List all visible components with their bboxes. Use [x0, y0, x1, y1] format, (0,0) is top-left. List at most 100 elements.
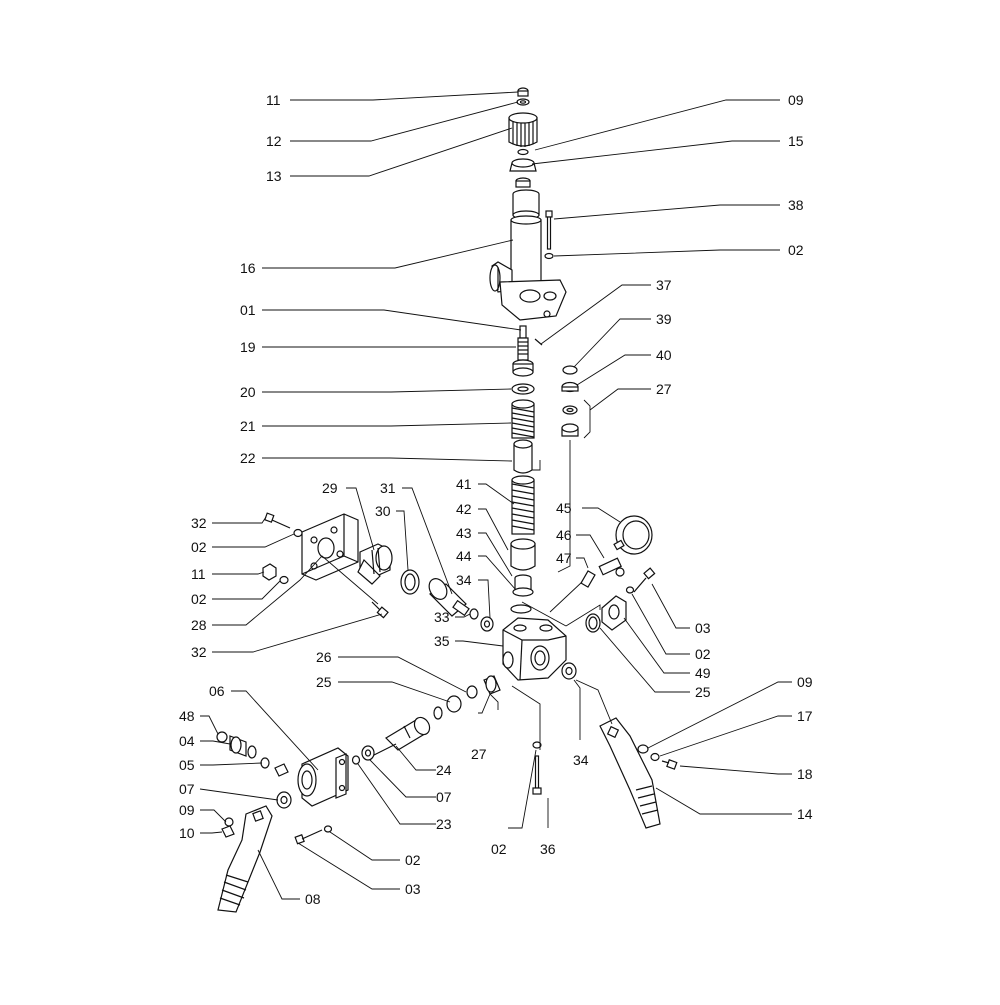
callout-46: 46 — [556, 527, 572, 543]
callout-02: 02 — [405, 852, 421, 868]
part-long-bolt — [544, 210, 554, 260]
part-washer-23 — [351, 755, 361, 765]
callout-38: 38 — [788, 197, 804, 213]
part-stem — [512, 325, 534, 377]
part-knob — [508, 112, 538, 156]
callout-01: 01 — [240, 302, 256, 318]
part-washer-small — [469, 608, 479, 620]
callout-35: 35 — [434, 633, 450, 649]
callout-09: 09 — [179, 802, 195, 818]
callout-43: 43 — [456, 525, 472, 541]
part-pressure-gauge — [613, 515, 653, 555]
callout-24: 24 — [436, 762, 452, 778]
callout-34: 34 — [573, 752, 589, 768]
callout-21: 21 — [240, 418, 256, 434]
part-plug — [580, 570, 596, 588]
callout-14: 14 — [797, 806, 813, 822]
callout-40: 40 — [656, 347, 672, 363]
part-shaft — [371, 716, 431, 757]
callout-03: 03 — [695, 620, 711, 636]
part-seal-stack — [433, 675, 501, 720]
part-sleeve — [513, 439, 533, 474]
callout-25: 25 — [316, 674, 332, 690]
callout-31: 31 — [380, 480, 396, 496]
callout-12: 12 — [266, 133, 282, 149]
callout-02: 02 — [491, 841, 507, 857]
callout-44: 44 — [456, 548, 472, 564]
part-handle-housing — [297, 747, 349, 807]
part-connector-left — [216, 731, 292, 809]
part-flange — [585, 595, 627, 633]
part-valve-body — [489, 189, 567, 321]
callout-42: 42 — [456, 501, 472, 517]
callout-11: 11 — [191, 566, 206, 582]
part-washer-34 — [561, 662, 577, 680]
callout-26: 26 — [316, 649, 332, 665]
part-screw-lower — [294, 825, 333, 845]
part-elbow-fitting — [357, 543, 393, 585]
callout-05: 05 — [179, 757, 195, 773]
callout-08: 08 — [305, 891, 321, 907]
part-nut-left — [262, 563, 289, 585]
part-bolt-upper-left — [264, 512, 303, 538]
callout-02: 02 — [695, 646, 711, 662]
callout-07: 07 — [179, 781, 195, 797]
callout-39: 39 — [656, 311, 672, 327]
callout-10: 10 — [179, 825, 195, 841]
part-spring-upper — [511, 399, 535, 439]
callout-02: 02 — [788, 242, 804, 258]
part-pin — [534, 338, 543, 346]
part-side-stack — [561, 365, 579, 437]
callout-22: 22 — [240, 450, 256, 466]
part-seat — [512, 574, 534, 597]
callout-15: 15 — [788, 133, 804, 149]
callout-27: 27 — [656, 381, 672, 397]
callout-34: 34 — [456, 572, 472, 588]
callout-19: 19 — [240, 339, 256, 355]
callout-45: 45 — [556, 500, 572, 516]
part-washer-medium — [480, 616, 494, 632]
callout-29: 29 — [322, 480, 338, 496]
callout-37: 37 — [656, 277, 672, 293]
part-lever-right — [599, 717, 661, 829]
callout-25: 25 — [695, 684, 711, 700]
part-screw-set-right — [637, 744, 678, 770]
callout-09: 09 — [797, 674, 813, 690]
part-washer — [511, 383, 535, 395]
callout-36: 36 — [540, 841, 556, 857]
part-oring-large — [400, 569, 420, 595]
callout-02: 02 — [191, 539, 207, 555]
callout-41: 41 — [456, 476, 472, 492]
callout-30: 30 — [375, 503, 391, 519]
part-lever-left — [217, 805, 273, 913]
part-mounting-plate — [301, 513, 359, 581]
callout-28: 28 — [191, 617, 207, 633]
callout-48: 48 — [179, 708, 195, 724]
part-nut-top — [516, 87, 530, 106]
part-washer-07 — [361, 745, 375, 761]
callout-07: 07 — [436, 789, 452, 805]
callout-13: 13 — [266, 168, 282, 184]
callout-04: 04 — [179, 733, 195, 749]
callout-02: 02 — [191, 591, 207, 607]
part-screw-right — [625, 567, 656, 594]
part-cylinder — [428, 578, 470, 617]
part-cup — [510, 538, 536, 571]
part-bolt-lower-left — [371, 601, 389, 619]
callout-09: 09 — [788, 92, 804, 108]
part-locknut — [509, 158, 537, 188]
callout-16: 16 — [240, 260, 256, 276]
part-manifold — [502, 617, 567, 681]
part-spring-lower — [511, 475, 535, 535]
part-tee-fitting — [598, 557, 625, 577]
callout-17: 17 — [797, 708, 813, 724]
callout-47: 47 — [556, 550, 572, 566]
leader-lines — [199, 91, 792, 900]
callout-20: 20 — [240, 384, 256, 400]
callout-23: 23 — [436, 816, 452, 832]
part-bolt-bottom — [532, 741, 542, 795]
callout-06: 06 — [209, 683, 225, 699]
callout-18: 18 — [797, 766, 813, 782]
